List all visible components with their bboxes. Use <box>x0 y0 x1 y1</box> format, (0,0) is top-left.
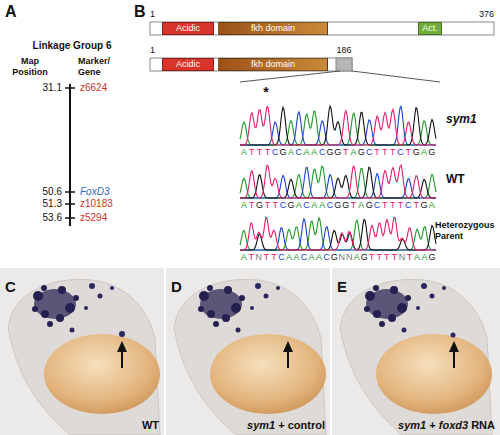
group-title: Linkage Group 6 <box>33 40 112 52</box>
fkh-domain: fkh domain <box>218 22 328 35</box>
column-heading: Marker/ Gene <box>78 56 120 78</box>
protein-bar <box>150 22 494 35</box>
zoom-line <box>352 71 440 82</box>
base-sequence: ATNTTCAACAACGNNAGTTTTNTAAG <box>240 252 436 263</box>
chromatogram-trace <box>240 166 436 198</box>
embryo-photo <box>0 268 164 435</box>
embryo-photo <box>166 268 330 435</box>
map-tick <box>65 217 75 219</box>
photo-ground <box>332 268 500 435</box>
domain-label: Acidic <box>176 23 200 34</box>
map-tick <box>65 191 75 193</box>
acidic-domain: Acidic <box>162 22 214 35</box>
panel-letter: A <box>5 2 17 21</box>
chromatogram-trace <box>240 217 436 250</box>
panel-caption: sym1 + foxd3 RNA <box>398 419 495 431</box>
marker-name: z6624 <box>80 82 107 94</box>
photo-panel: Dsym1 + control <box>166 268 330 435</box>
photo-panel <box>166 268 330 435</box>
map-position: 31.1 <box>43 82 62 94</box>
chromatogram-trace <box>240 107 436 145</box>
domain-label: Act. <box>422 23 438 34</box>
stain-spot <box>119 331 125 337</box>
chromatogram-trace <box>240 165 436 198</box>
acidic-domain: Acidic <box>162 58 214 71</box>
panel-letter: B <box>134 2 146 21</box>
panel-caption: sym1 + control <box>247 419 325 431</box>
allele-label: Heterozygous Parent <box>435 220 497 242</box>
gene-name: FoxD3 <box>80 186 109 198</box>
residue-number: 1 <box>150 9 155 20</box>
marker-name: z10183 <box>80 198 113 210</box>
panel-letter: D <box>171 278 182 295</box>
residue-number: 376 <box>479 9 494 20</box>
photo-panel: Esym1 + foxd3 RNA <box>332 268 500 435</box>
allele-label: WT <box>446 172 465 186</box>
frameshift-tail <box>336 58 352 71</box>
allele-label: sym1 <box>446 112 477 126</box>
base-sequence: ATTTCGACAACGGTAGCTTTCTGAG <box>240 147 436 158</box>
residue-number: 186 <box>336 45 351 56</box>
map-tick <box>65 203 75 205</box>
embryo-photo <box>332 268 496 435</box>
activation-domain: Act. <box>418 22 442 35</box>
photo-panel <box>332 268 500 435</box>
map-tick <box>65 87 75 89</box>
chromatogram-trace <box>240 106 436 145</box>
residue-number: 1 <box>150 45 155 56</box>
photo-panel: C WT <box>0 268 164 435</box>
mutation-star: * <box>263 84 268 101</box>
fkh-domain: fkh domain <box>218 58 328 71</box>
column-heading: Map Position <box>8 56 52 78</box>
panel-caption: WT <box>142 419 159 431</box>
base-sequence: ATGTTCGACAACGGTAGCTTTCTGA <box>240 200 436 211</box>
photo-panel <box>0 268 164 435</box>
panel-letter: C <box>5 278 16 295</box>
map-position: 51.3 <box>43 198 62 210</box>
chromatogram-trace <box>240 218 436 250</box>
chromatogram-trace <box>240 106 436 145</box>
domain-label: fkh domain <box>251 59 295 70</box>
map-position: 53.6 <box>43 212 62 224</box>
chromatograms <box>240 106 436 250</box>
map-position: 50.6 <box>43 186 62 198</box>
protein-bar <box>150 58 352 71</box>
zoom-line <box>240 71 340 82</box>
domain-label: Acidic <box>176 59 200 70</box>
marker-name: z5294 <box>80 212 107 224</box>
stain-spot <box>451 333 456 338</box>
domain-label: fkh domain <box>251 23 295 34</box>
panel-letter: E <box>337 278 347 295</box>
